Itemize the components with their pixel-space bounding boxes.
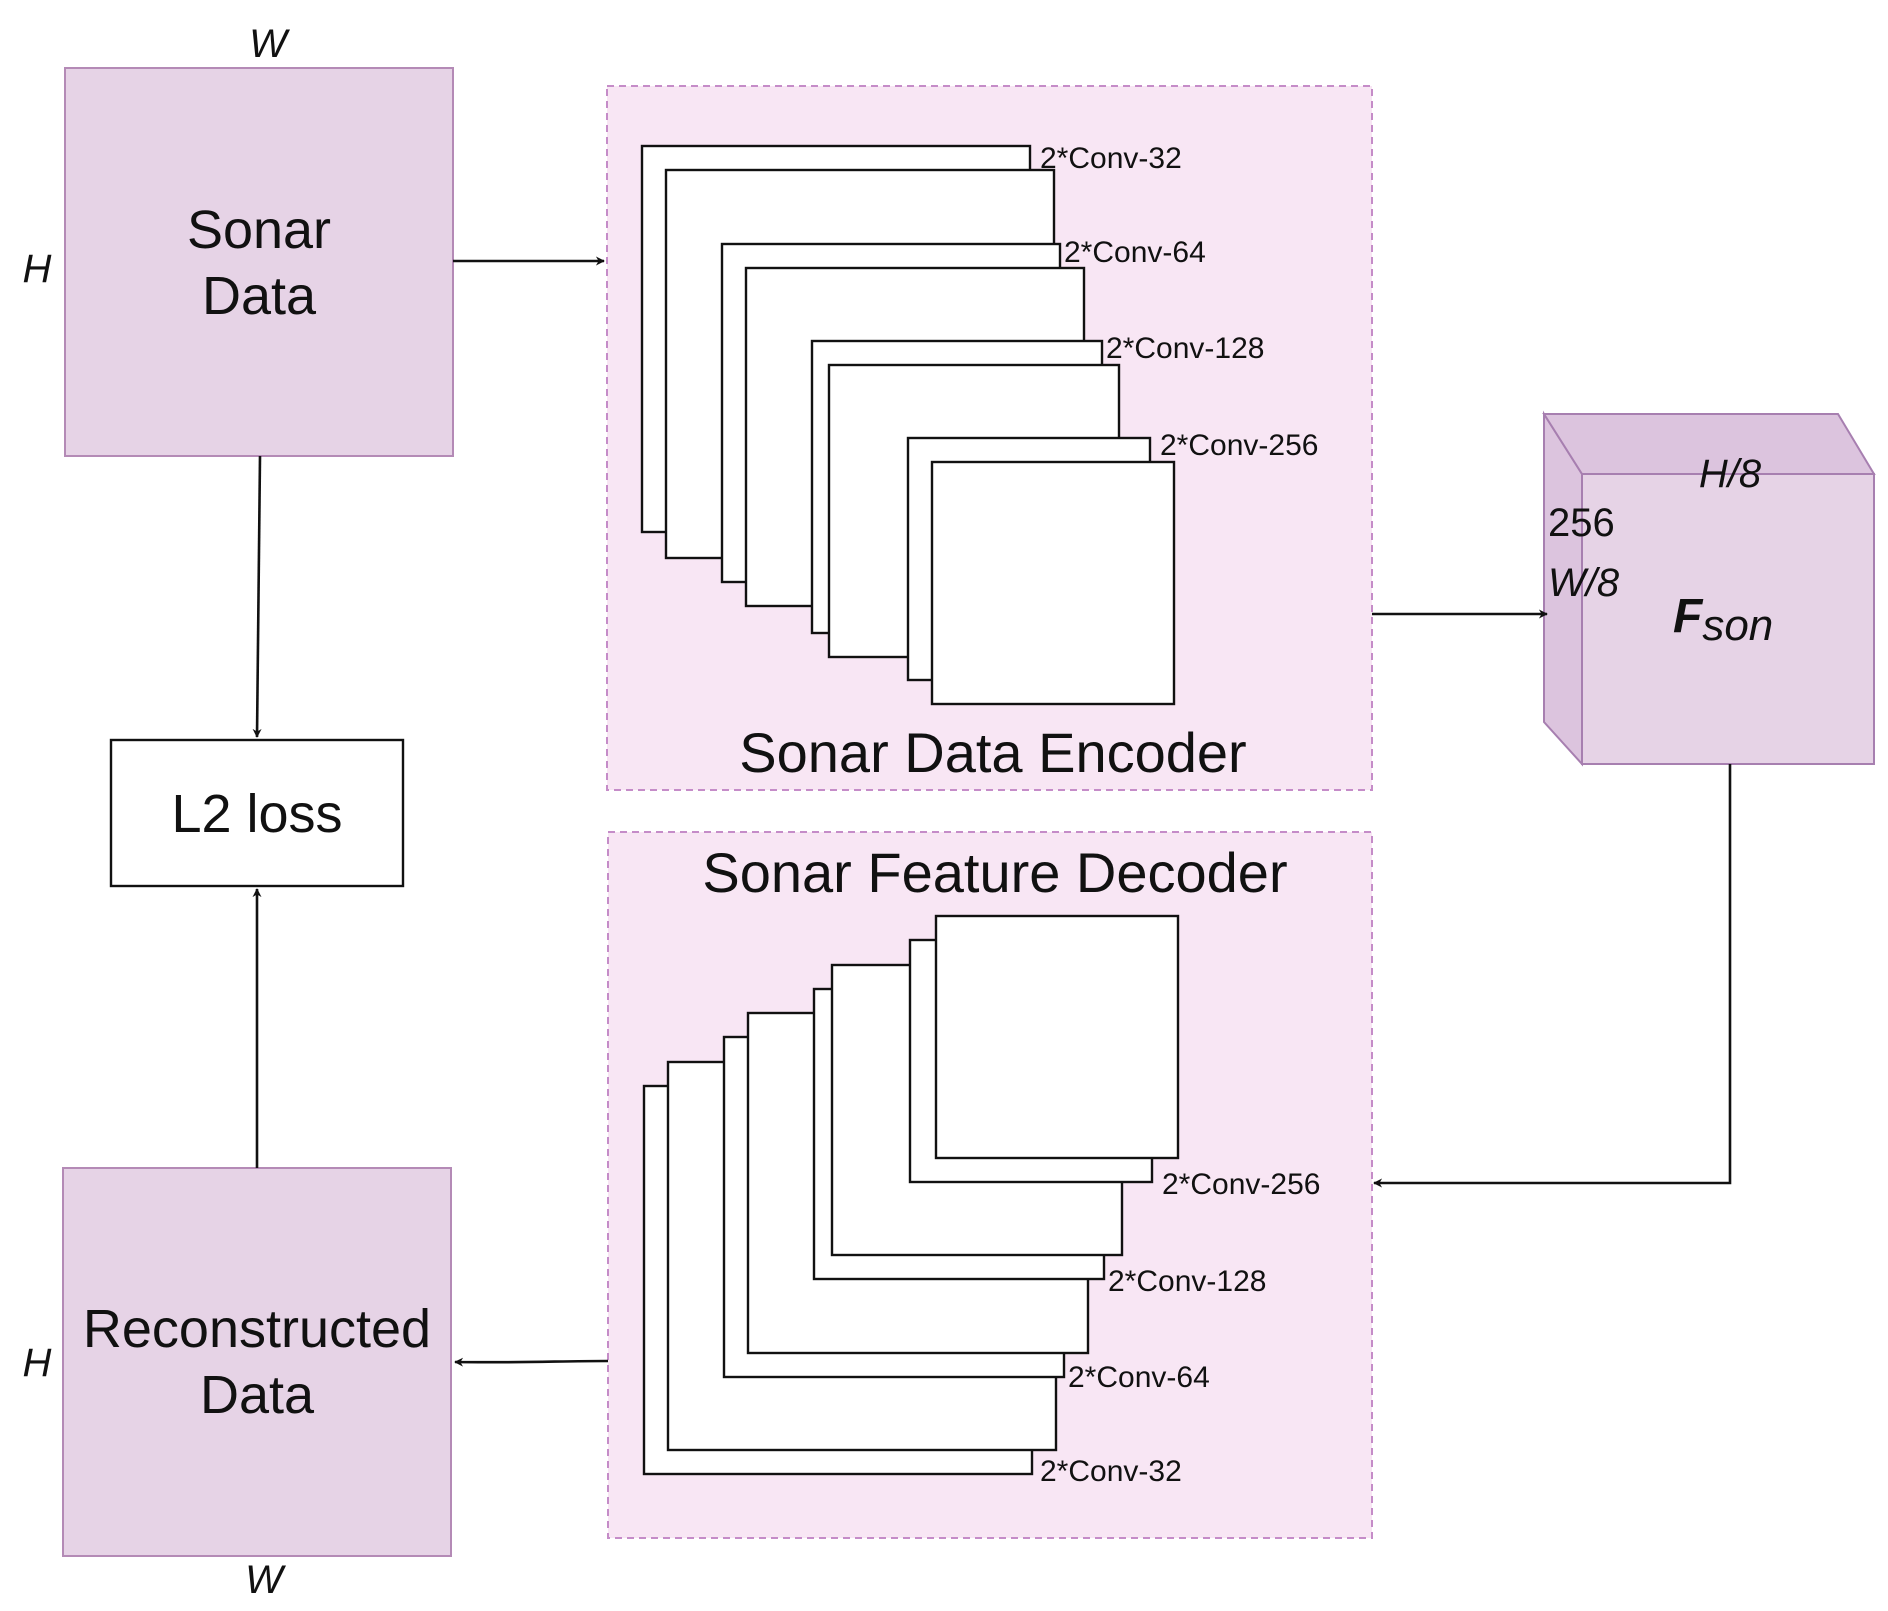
- reconstructed-data-label-line1: Reconstructed: [83, 1299, 431, 1359]
- output-width-label: W: [245, 1558, 286, 1602]
- encoder-layer-label-4: 2*Conv-256: [1160, 429, 1318, 462]
- sonar-data-label-line2: Data: [202, 266, 317, 326]
- connectors: [252, 256, 1732, 1367]
- decoder-layer-label-2: 2*Conv-128: [1108, 1265, 1266, 1298]
- encoder-panel: 2*Conv-32 2*Conv-64 2*Conv-128 2*Conv-256 S…: [606, 85, 1373, 791]
- output-height-label: H: [23, 1341, 52, 1385]
- feature-subscript: son: [1702, 601, 1773, 650]
- arrow-feature-to-decoder: [1373, 764, 1732, 1188]
- feature-name-label: Fson: [1673, 590, 1773, 650]
- decoder-layer-label-3: 2*Conv-64: [1068, 1361, 1210, 1394]
- l2-loss-label: L2 loss: [171, 784, 342, 844]
- arrow-input-to-loss: [252, 455, 262, 738]
- l2-loss-rect: [109, 738, 405, 888]
- reconstructed-data-rect: [62, 1167, 452, 1557]
- feature-cube: H/8 256 W/8 Fson: [1542, 410, 1876, 767]
- sonar-data-box: Sonar Data W H: [23, 22, 454, 457]
- encoder-layer-label-2: 2*Conv-64: [1064, 236, 1206, 269]
- input-height-label: H: [23, 247, 52, 291]
- reconstructed-data-box: Reconstructed Data W H: [23, 1167, 452, 1602]
- decoder-layer-label-4: 2*Conv-32: [1040, 1455, 1182, 1488]
- arrow-decoder-to-output: [454, 1357, 609, 1367]
- sonar-data-rect: [64, 67, 454, 457]
- encoder-title: Sonar Data Encoder: [739, 721, 1246, 784]
- decoder-layer-rect-8: [934, 914, 1180, 1160]
- encoder-layer-label-1: 2*Conv-32: [1040, 142, 1182, 175]
- decoder-layer-label-1: 2*Conv-256: [1162, 1168, 1320, 1201]
- encoder-layer-rect-8: [930, 460, 1176, 706]
- feature-symbol: F: [1673, 590, 1704, 643]
- cube-width-label: W/8: [1548, 561, 1620, 605]
- decoder-title: Sonar Feature Decoder: [702, 841, 1287, 904]
- reconstructed-data-label-line2: Data: [200, 1365, 315, 1425]
- cube-depth-label: 256: [1548, 501, 1615, 545]
- encoder-layer-label-3: 2*Conv-128: [1106, 332, 1264, 365]
- decoder-panel: 2*Conv-256 2*Conv-128 2*Conv-64 2*Conv-32 S…: [607, 831, 1373, 1539]
- cube-front-face: [1581, 473, 1875, 765]
- cube-height-label: H/8: [1699, 452, 1762, 496]
- l2-loss-box: L2 loss: [109, 738, 405, 888]
- sonar-data-label-line1: Sonar: [187, 200, 331, 260]
- decoder-layer-stack: 2*Conv-256 2*Conv-128 2*Conv-64 2*Conv-32: [642, 914, 1320, 1488]
- encoder-layer-stack: 2*Conv-32 2*Conv-64 2*Conv-128 2*Conv-256: [640, 142, 1318, 706]
- input-width-label: W: [249, 22, 290, 66]
